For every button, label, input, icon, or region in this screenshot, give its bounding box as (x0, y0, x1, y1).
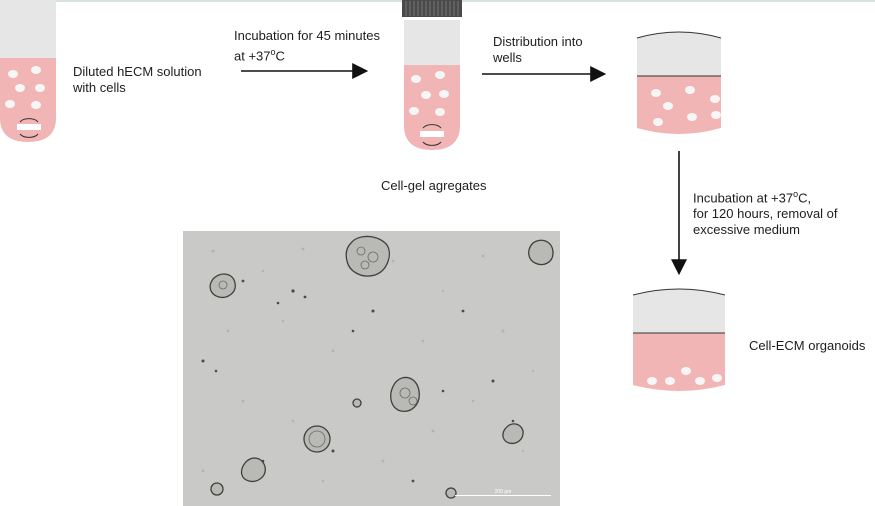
organoid-micrograph: 200 µm (183, 231, 560, 506)
label-incubation-120: Incubation at +37oC,for 120 hours, remov… (693, 189, 838, 238)
tube-cell-gel (402, 0, 462, 150)
label-incubation-120-unit: C, (798, 190, 812, 206)
label-incubation-45-text: Incubation for 45 minutes at +37 (234, 28, 380, 64)
scale-bar-label: 200 µm (494, 489, 512, 495)
well-upper (636, 31, 722, 134)
tube-diluted-solution (0, 0, 56, 142)
label-diluted-solution: Diluted hECM solution with cells (73, 64, 202, 95)
label-incubation-120-rest: for 120 hours, removal of excessive medi… (693, 206, 838, 238)
scale-bar (455, 495, 551, 496)
label-distribution: Distribution into wells (493, 34, 583, 65)
label-cell-gel-aggregates: Cell-gel agregates (381, 178, 487, 193)
label-organoids: Cell-ECM organoids (749, 338, 866, 353)
micrograph-image (183, 231, 560, 506)
label-incubation-120-text: Incubation at +37 (693, 190, 794, 206)
label-incubation-45-unit: C (275, 48, 285, 64)
well-organoids (632, 288, 726, 391)
label-incubation-45: Incubation for 45 minutes at +37oC (234, 28, 380, 64)
